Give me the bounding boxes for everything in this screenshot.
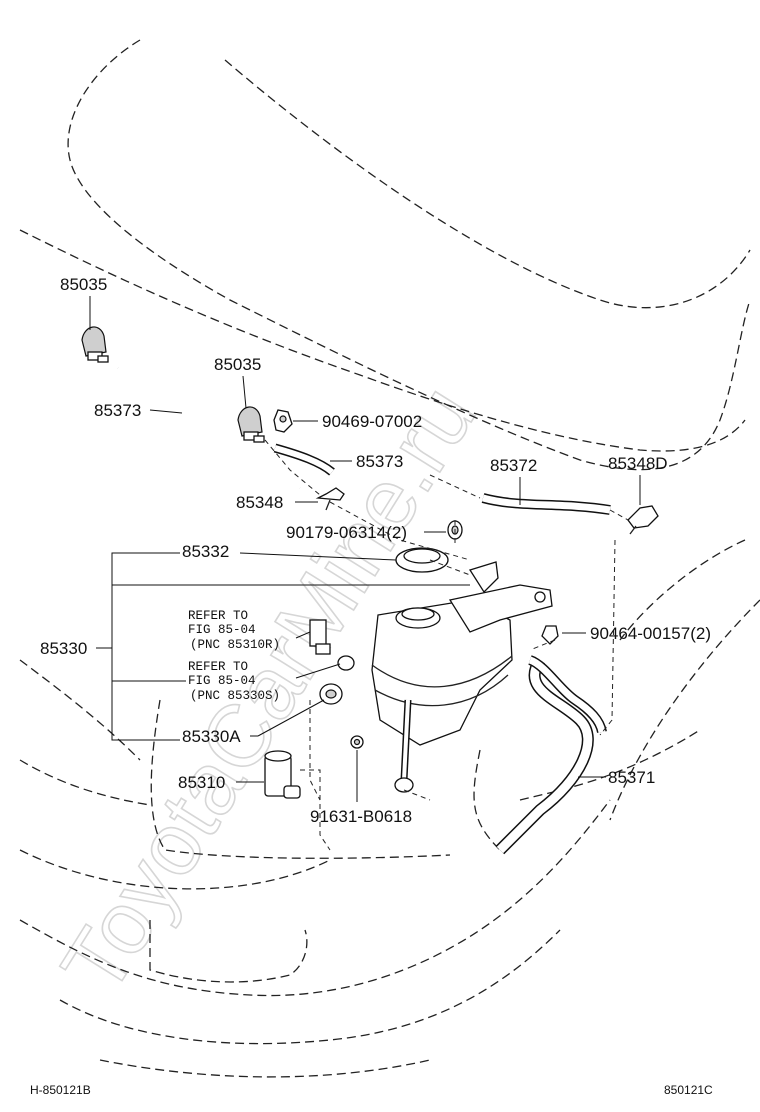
footer-left-code: H-850121B (30, 1083, 91, 1097)
callout-hose-right: 85372 (490, 456, 537, 475)
pump-part (264, 750, 301, 799)
joint-left-part (315, 487, 345, 511)
callout-clip-jar: 90464-00157(2) (590, 624, 711, 643)
callout-nozzle-left: 85035 (60, 275, 107, 294)
nozzle-left-part (81, 326, 109, 363)
callout-hose-left: 85373 (94, 401, 141, 420)
hoses (117, 365, 611, 855)
callout-grommet-pump: 85330A (182, 727, 241, 746)
callout-labels: 85035 85035 85373 90469-07002 85373 8537… (40, 275, 711, 826)
grommet-ref-part (337, 655, 355, 671)
callout-inlet-hose: 85371 (608, 768, 655, 787)
bolt-part (350, 735, 364, 749)
refer-note-1: REFER TO FIG 85-04 (PNC 85310R) (188, 609, 280, 652)
joint-right-part (627, 505, 659, 535)
assembly-dash-lines (264, 439, 629, 851)
small-parts (81, 326, 659, 799)
clip-small-part (273, 409, 293, 433)
nozzle-center-part (237, 406, 265, 443)
clip-jar-part (541, 625, 559, 645)
callout-hose-short: 85373 (356, 452, 403, 471)
refer-note-2-line3: (PNC 85330S) (190, 689, 280, 703)
vehicle-body-outline (19, 39, 760, 1078)
callout-joint-left: 85348 (236, 493, 283, 512)
refer-note-2-line2: FIG 85-04 (188, 674, 256, 688)
leader-lines (89, 296, 641, 802)
callout-cap: 85332 (182, 542, 229, 561)
callout-clip-small: 90469-07002 (322, 412, 422, 431)
grommet-pump-part (319, 683, 343, 705)
refer-note-1-line3: (PNC 85310R) (190, 638, 280, 652)
callout-nozzle-center: 85035 (214, 355, 261, 374)
callout-grommet: 90179-06314(2) (286, 523, 407, 542)
motor-ref-part (309, 619, 331, 655)
washer-jar-part (371, 561, 553, 793)
callout-bolt: 91631-B0618 (310, 807, 412, 826)
callout-pump: 85310 (178, 773, 225, 792)
callout-jar-assy: 85330 (40, 639, 87, 658)
refer-note-2-line1: REFER TO (188, 660, 248, 674)
callout-joint-right: 85348D (608, 454, 668, 473)
refer-note-1-line2: FIG 85-04 (188, 623, 256, 637)
refer-note-1-line1: REFER TO (188, 609, 248, 623)
cap-part (395, 547, 449, 573)
footer-right-code: 850121C (664, 1083, 713, 1097)
refer-note-2: REFER TO FIG 85-04 (PNC 85330S) (188, 660, 280, 703)
